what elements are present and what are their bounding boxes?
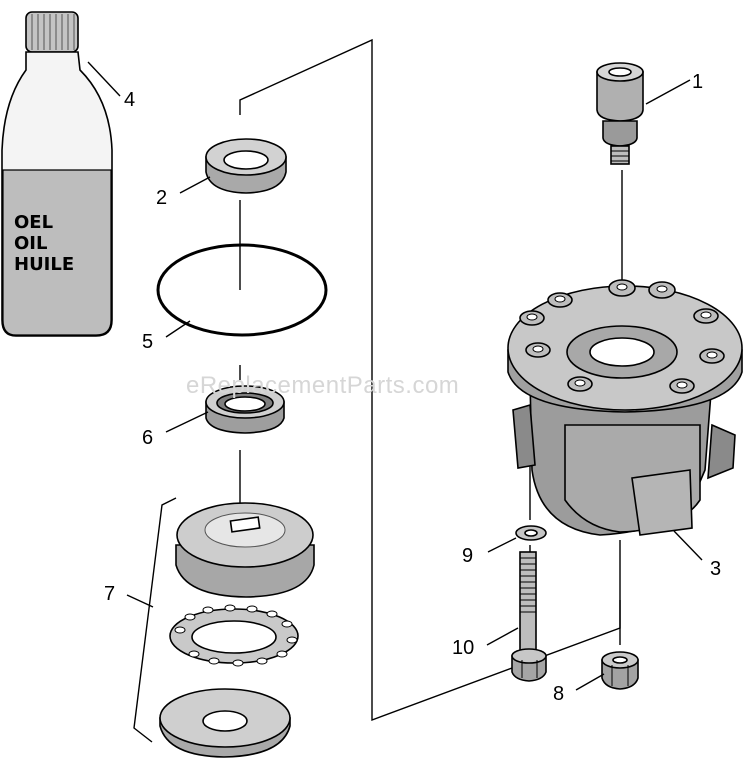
bottle-label-line-1: OEL bbox=[14, 212, 53, 233]
callout-leader-lines bbox=[87, 61, 703, 691]
o-ring-part-5 bbox=[156, 243, 328, 337]
bolt-part-10 bbox=[511, 551, 547, 682]
callout-1: 1 bbox=[692, 71, 703, 93]
group-bracket-part-7 bbox=[133, 497, 177, 743]
housing-part-3 bbox=[507, 279, 743, 536]
callout-5: 5 bbox=[142, 331, 153, 353]
callout-9: 9 bbox=[462, 545, 473, 567]
flat-washer-part-7c bbox=[159, 688, 291, 758]
callout-4: 4 bbox=[124, 89, 135, 111]
flange-nut-part-8 bbox=[601, 651, 639, 690]
callout-7: 7 bbox=[104, 583, 115, 605]
bearing-part-6 bbox=[205, 385, 285, 434]
holed-ring-part-7b bbox=[169, 604, 299, 667]
callout-2: 2 bbox=[156, 187, 167, 209]
callout-3: 3 bbox=[710, 558, 721, 580]
bottle-label-line-2: OIL bbox=[14, 233, 47, 254]
bottle-label-line-3: HUILE bbox=[14, 254, 74, 275]
callout-8: 8 bbox=[553, 683, 564, 705]
seal-ring-part-2 bbox=[205, 138, 287, 194]
screw-fitting-part-1 bbox=[596, 62, 644, 165]
callout-6: 6 bbox=[142, 427, 153, 449]
callout-10: 10 bbox=[452, 637, 474, 659]
watermark: eReplacementParts.com bbox=[186, 372, 459, 399]
oil-bottle-part-4: OEL OIL HUILE bbox=[1, 11, 113, 337]
washer-part-9 bbox=[515, 525, 547, 541]
cup-part-7a bbox=[175, 502, 315, 598]
